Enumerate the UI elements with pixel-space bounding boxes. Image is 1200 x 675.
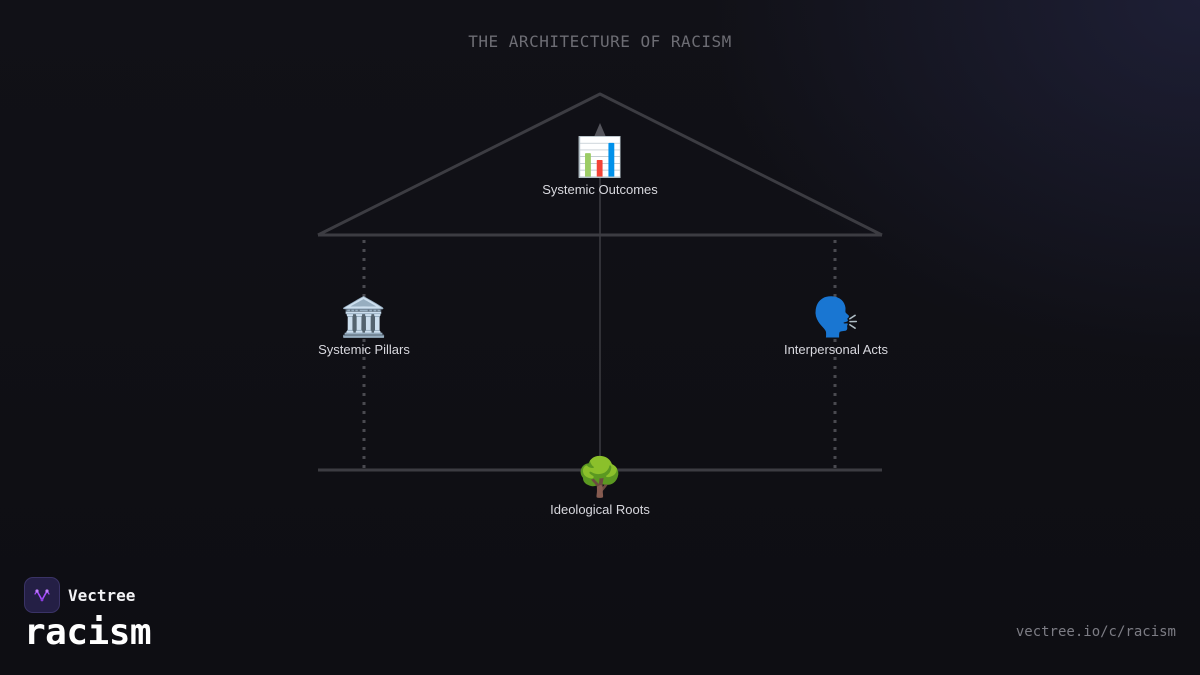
node-systemic-pillars: 🏛️ Systemic Pillars <box>284 294 444 357</box>
node-label: Ideological Roots <box>550 502 650 517</box>
tree-icon: 🌳 <box>576 455 624 499</box>
node-interpersonal-acts: 🗣️ Interpersonal Acts <box>756 294 916 357</box>
bar-chart-icon: 📊 <box>576 135 624 179</box>
classical-building-icon: 🏛️ <box>340 295 388 339</box>
node-label: Systemic Outcomes <box>542 182 658 197</box>
roof-outline <box>317 92 883 237</box>
page-url-link[interactable]: vectree.io/c/racism <box>1015 624 1176 640</box>
up-arrow-icon <box>594 123 606 137</box>
topic-heading: racism <box>24 612 152 653</box>
speaking-head-icon: 🗣️ <box>812 295 860 339</box>
vectree-logo-icon <box>24 577 60 613</box>
node-systemic-outcomes: 📊 Systemic Outcomes <box>520 134 680 197</box>
brand[interactable]: Vectree <box>24 577 135 613</box>
node-label: Systemic Pillars <box>318 342 410 357</box>
node-ideological-roots: 🌳 Ideological Roots <box>520 454 680 517</box>
node-label: Interpersonal Acts <box>783 342 889 357</box>
brand-name: Vectree <box>68 585 136 605</box>
page-title: THE ARCHITECTURE OF RACISM <box>468 32 732 51</box>
